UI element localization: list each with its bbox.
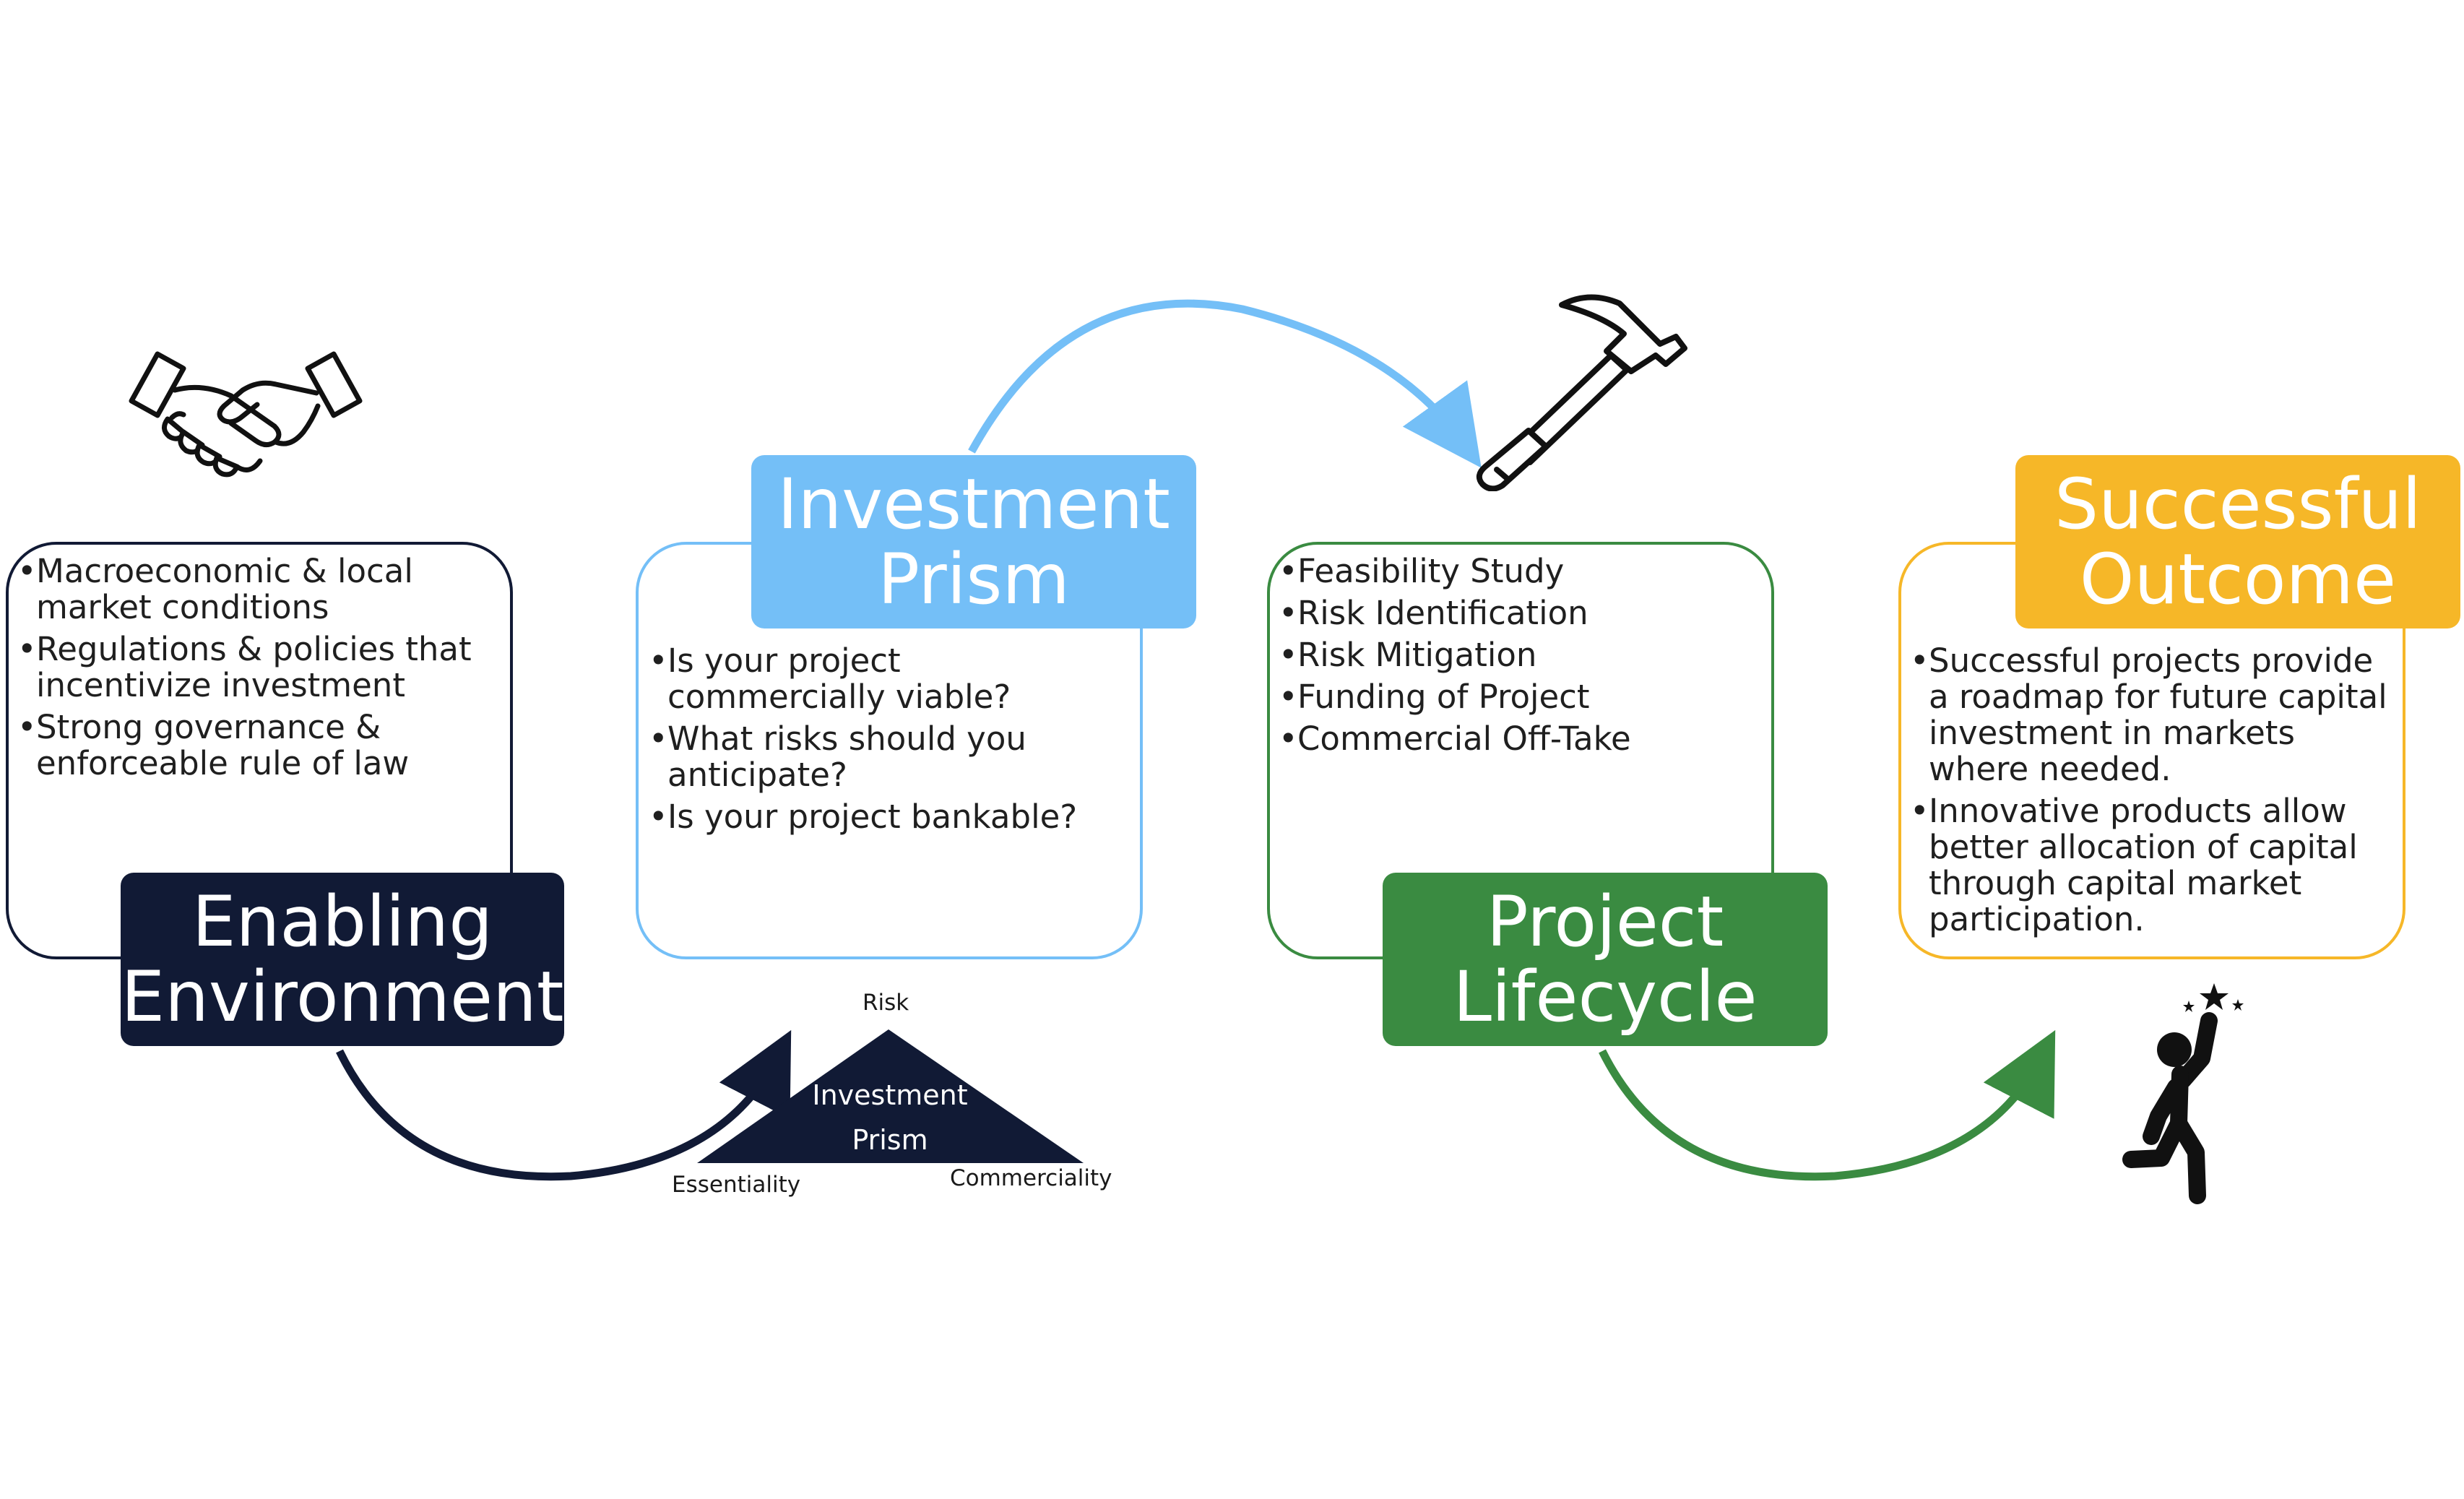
successful-outcome-bullets: Successful projects provide a roadmap fo… (1910, 643, 2397, 943)
list-item: What risks should you anticipate? (649, 721, 1127, 793)
list-item: Feasibility Study (1279, 553, 1757, 590)
successful-outcome-banner: Successful Outcome (2015, 455, 2460, 628)
list-item: Successful projects provide a roadmap fo… (1910, 643, 2397, 787)
reaching-star-person-icon (2122, 983, 2244, 1204)
list-item: Regulations & policies that incentivize … (17, 631, 510, 704)
list-item: Funding of Project (1279, 679, 1757, 716)
list-item: Commercial Off-Take (1279, 721, 1757, 758)
list-item: Is your project bankable? (649, 799, 1127, 836)
list-item: Is your project commercially viable? (649, 643, 1127, 715)
enabling-environment-banner: Enabling Environment (121, 873, 564, 1046)
hammer-icon (1476, 294, 1687, 491)
list-item: Risk Identification (1279, 595, 1757, 632)
arrow-lifecycle-to-outcome (1599, 1029, 2056, 1181)
project-lifecycle-banner: Project Lifecycle (1383, 873, 1828, 1046)
investment-prism-banner: Investment Prism (751, 455, 1196, 628)
prism-label-risk: Risk (863, 990, 909, 1016)
arrow-prism-to-lifecycle (968, 299, 1482, 468)
list-item: Macroeconomic & local market conditions (17, 553, 510, 626)
project-lifecycle-bullets: Feasibility Study Risk Identification Ri… (1279, 553, 1757, 763)
list-item: Risk Mitigation (1279, 637, 1757, 674)
enabling-environment-bullets: Macroeconomic & local market conditions … (17, 553, 510, 787)
list-item: Strong governance & enforceable rule of … (17, 709, 510, 782)
prism-label-commerciality: Commerciality (950, 1165, 1112, 1191)
prism-label-center: Investment Prism (812, 1079, 968, 1156)
list-item: Innovative products allow better allocat… (1910, 793, 2397, 938)
investment-prism-bullets: Is your project commercially viable? Wha… (649, 643, 1127, 841)
prism-label-essentiality: Essentiality (672, 1172, 801, 1198)
handshake-icon (129, 351, 363, 478)
arrow-environment-to-prism (336, 1029, 792, 1181)
